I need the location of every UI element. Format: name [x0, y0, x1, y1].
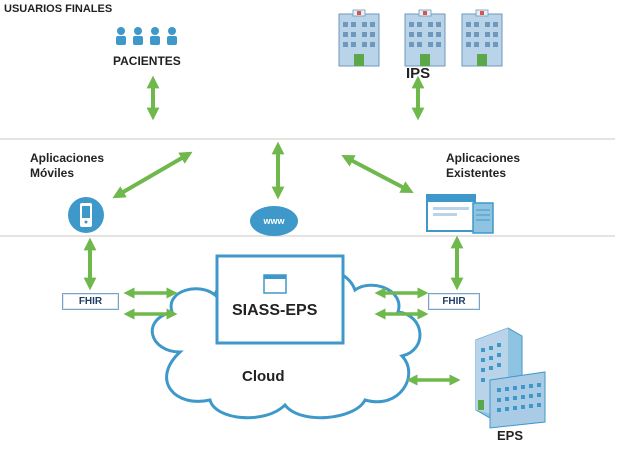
apps-existentes-label-line2: Existentes [446, 166, 507, 180]
globe-www-icon: www [250, 206, 298, 236]
www-text: www [262, 216, 285, 226]
arrow-to-existing [341, 155, 414, 193]
ips-label: IPS [406, 65, 431, 82]
siass-box [215, 254, 345, 345]
fhir-left-box: FHIR [62, 293, 119, 310]
apps-moviles-label-line2: Móviles [30, 166, 75, 180]
hospital-building-icon [338, 9, 503, 67]
apps-existentes-label-line1: Aplicaciones [446, 151, 521, 165]
window-server-icon [426, 194, 494, 234]
pacientes-label: PACIENTES [113, 54, 181, 68]
siass-eps-label: SIASS-EPS [232, 302, 318, 319]
cloud-label: Cloud [242, 368, 285, 385]
mobile-phone-icon [68, 197, 104, 233]
eps-label: EPS [497, 428, 524, 443]
usuarios-finales-label: USUARIOS FINALES [4, 3, 113, 15]
apps-moviles-label-line1: Aplicaciones [30, 151, 105, 165]
office-building-icon [475, 327, 546, 429]
fhir-right-box: FHIR [428, 293, 480, 310]
people-group-icon [116, 27, 177, 45]
arrow-to-mobile [112, 151, 193, 199]
window-icon [263, 274, 287, 294]
